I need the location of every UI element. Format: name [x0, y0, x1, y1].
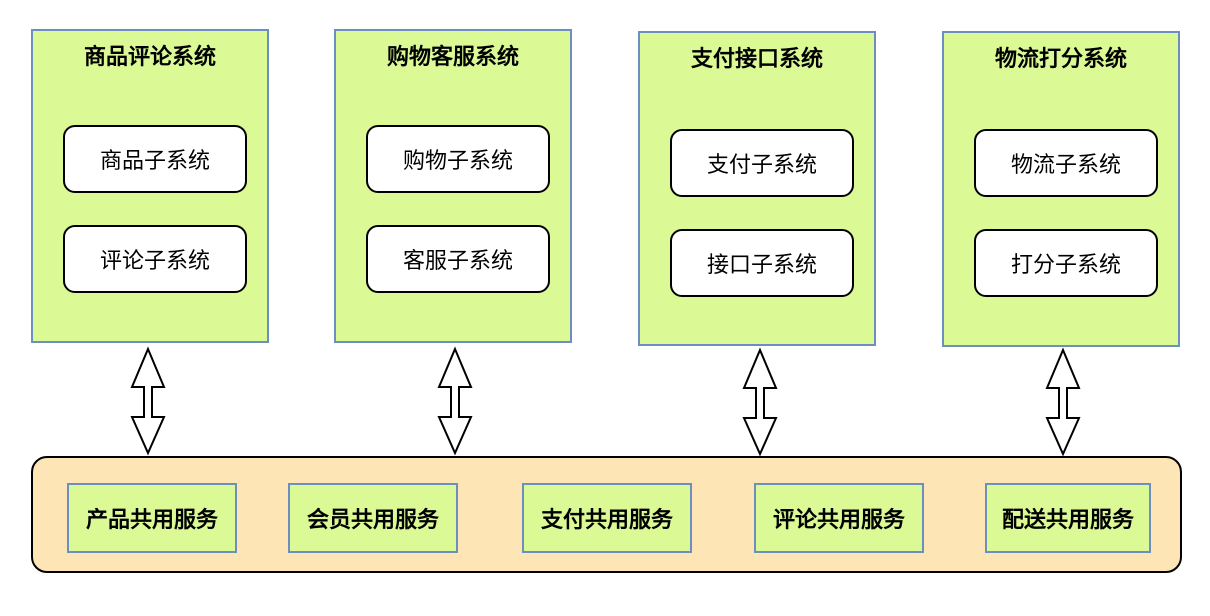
- subsystem-logistics: 物流子系统: [974, 129, 1158, 197]
- system-box-shopping-service: 购物客服系统 购物子系统 客服子系统: [334, 29, 572, 343]
- subsystem-product: 商品子系统: [63, 125, 247, 193]
- double-arrow-icon: [437, 346, 473, 456]
- service-payment: 支付共用服务: [522, 483, 692, 553]
- system-box-logistics-rating: 物流打分系统 物流子系统 打分子系统: [942, 31, 1180, 347]
- service-member: 会员共用服务: [288, 483, 458, 553]
- subsystem-payment: 支付子系统: [670, 129, 854, 197]
- double-arrow-icon: [1045, 347, 1081, 457]
- subsystem-interface: 接口子系统: [670, 229, 854, 297]
- subsystem-shopping: 购物子系统: [366, 125, 550, 193]
- system-title: 物流打分系统: [994, 47, 1127, 72]
- double-arrow-icon: [742, 347, 778, 457]
- system-box-payment-interface: 支付接口系统 支付子系统 接口子系统: [638, 31, 876, 346]
- subsystem-customer-service: 客服子系统: [366, 225, 550, 293]
- shared-services-bus: 产品共用服务 会员共用服务 支付共用服务 评论共用服务 配送共用服务: [31, 456, 1182, 573]
- system-title: 购物客服系统: [386, 45, 519, 70]
- service-delivery: 配送共用服务: [985, 483, 1151, 553]
- service-product: 产品共用服务: [67, 483, 237, 553]
- subsystem-review: 评论子系统: [63, 225, 247, 293]
- system-title: 商品评论系统: [83, 45, 216, 70]
- service-review: 评论共用服务: [754, 483, 924, 553]
- subsystem-rating: 打分子系统: [974, 229, 1158, 297]
- double-arrow-icon: [130, 346, 166, 456]
- system-box-product-review: 商品评论系统 商品子系统 评论子系统: [31, 29, 269, 343]
- system-title: 支付接口系统: [690, 47, 823, 72]
